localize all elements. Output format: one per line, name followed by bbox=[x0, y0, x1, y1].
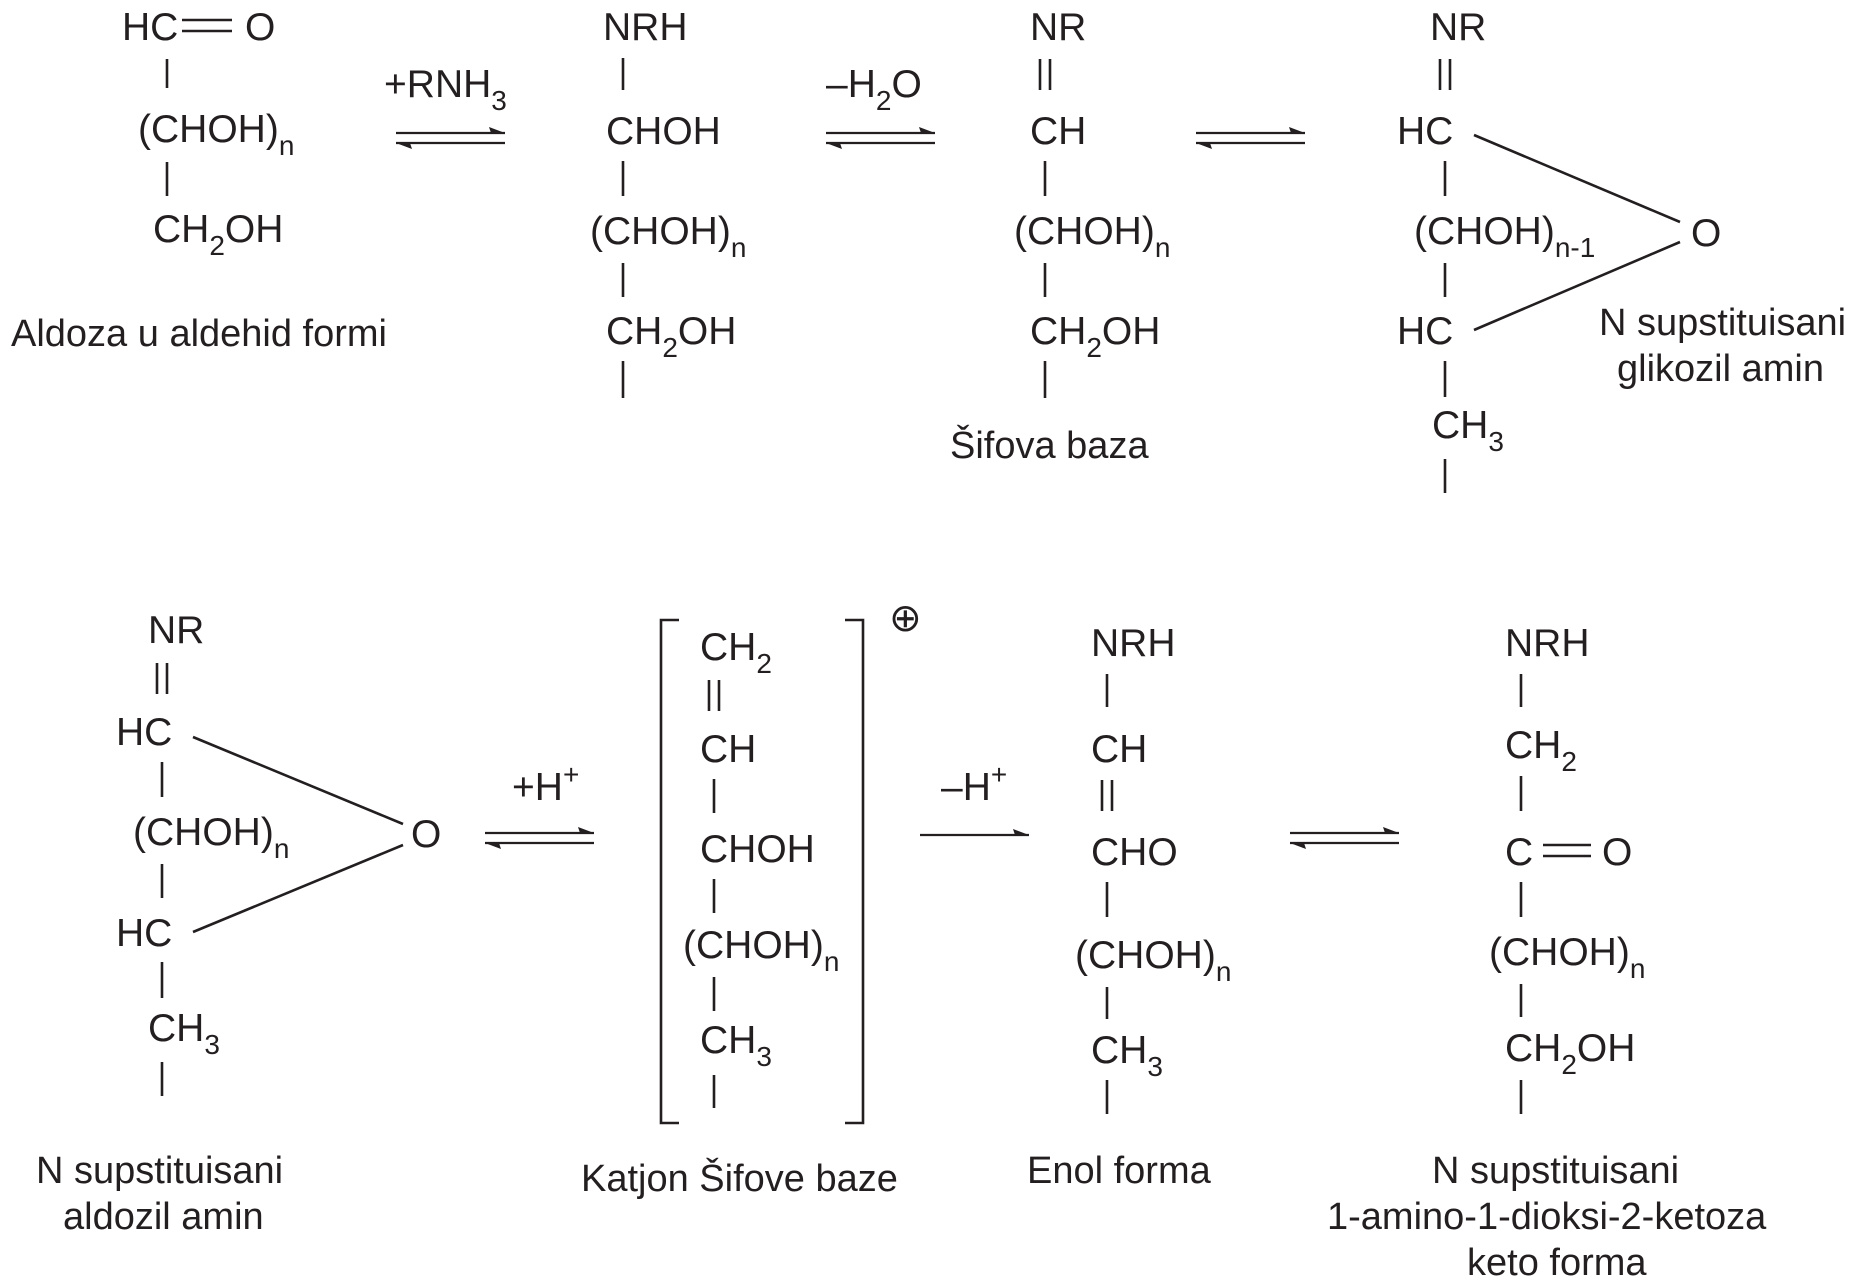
caption-aldozyl-amine: N supstituisani bbox=[36, 1150, 283, 1192]
formula-nr: NR bbox=[148, 609, 204, 652]
reagent-rnh3: +RNH bbox=[384, 63, 491, 106]
formula-nrh: NRH bbox=[603, 6, 688, 49]
svg-text:+H+: +H+ bbox=[512, 759, 579, 809]
svg-text:CH3: CH3 bbox=[1432, 404, 1504, 457]
svg-text:+RNH3: +RNH3 bbox=[384, 63, 507, 116]
svg-text:(CHOH)n-1: (CHOH)n-1 bbox=[1414, 210, 1595, 263]
formula-chohn: (CHOH) bbox=[133, 811, 274, 854]
formula-nrh: NRH bbox=[1505, 622, 1590, 665]
reagent-h-plus: +H bbox=[512, 766, 563, 809]
svg-text:CH3: CH3 bbox=[700, 1019, 772, 1072]
reagent-h2o: –H bbox=[826, 63, 876, 106]
schiff-base-cation-structure: ⊕ CH2 CH CHOH (CHOH)n CH3 Katjon Šifove … bbox=[581, 597, 922, 1200]
formula-chohn: (CHOH) bbox=[1014, 210, 1155, 253]
formula-ch3: CH bbox=[1432, 404, 1488, 447]
formula-hc: HC bbox=[122, 6, 178, 49]
svg-text:CH3: CH3 bbox=[1091, 1029, 1163, 1082]
formula-ch3: CH bbox=[148, 1007, 204, 1050]
svg-text:CH2OH: CH2OH bbox=[1505, 1027, 1635, 1080]
svg-text:(CHOH)n: (CHOH)n bbox=[1014, 210, 1170, 263]
formula-ch3: CH bbox=[700, 1019, 756, 1062]
formula-nr: NR bbox=[1030, 6, 1086, 49]
formula-hc: HC bbox=[116, 711, 172, 754]
formula-ch2oh: CH bbox=[1505, 1027, 1561, 1070]
svg-text:(CHOH)n: (CHOH)n bbox=[1489, 931, 1645, 984]
svg-text:aldozil amin: aldozil amin bbox=[63, 1196, 264, 1238]
enol-form-structure: NRH CH CHO (CHOH)n CH3 Enol forma bbox=[1027, 622, 1231, 1192]
formula-ch2oh: CH bbox=[153, 208, 209, 251]
svg-text:–H2O: –H2O bbox=[826, 63, 922, 116]
positive-charge-icon: ⊕ bbox=[889, 597, 922, 640]
svg-text:CH3: CH3 bbox=[148, 1007, 220, 1060]
aldose-aldehyde-structure: HC O (CHOH)n CH2OH Aldoza u aldehid form… bbox=[11, 6, 387, 355]
svg-text:(CHOH)n: (CHOH)n bbox=[133, 811, 289, 864]
svg-text:(CHOH)n: (CHOH)n bbox=[590, 210, 746, 263]
svg-text:CH2OH: CH2OH bbox=[153, 208, 283, 261]
carbinolamine-structure: NRH CHOH (CHOH)n CH2OH bbox=[590, 6, 746, 398]
formula-ch2oh: CH bbox=[606, 310, 662, 353]
svg-text:keto forma: keto forma bbox=[1467, 1242, 1647, 1284]
formula-ch3: CH bbox=[1091, 1029, 1147, 1072]
svg-text:(CHOH)n: (CHOH)n bbox=[138, 108, 294, 161]
caption-schiff-cation: Katjon Šifove baze bbox=[581, 1156, 898, 1200]
svg-text:glikozil amin: glikozil amin bbox=[1617, 348, 1824, 390]
formula-ch2: CH bbox=[700, 626, 756, 669]
caption-glycosyl-amine: N supstituisani bbox=[1599, 302, 1846, 344]
formula-chohn: (CHOH) bbox=[138, 108, 279, 151]
keto-form-structure: NRH CH2 C O (CHOH)n CH2OH N supstituisan… bbox=[1327, 622, 1767, 1284]
formula-ch: CH bbox=[1091, 728, 1147, 771]
caption-enol-form: Enol forma bbox=[1027, 1150, 1212, 1192]
formula-chohn: (CHOH) bbox=[683, 924, 824, 967]
svg-text:(CHOH)n: (CHOH)n bbox=[1075, 934, 1231, 987]
formula-choh: CHOH bbox=[606, 110, 721, 153]
svg-text:1-amino-1-dioksi-2-ketoza: 1-amino-1-dioksi-2-ketoza bbox=[1327, 1196, 1767, 1238]
equilibrium-arrow-cyclization bbox=[1196, 127, 1305, 149]
svg-text:HC: HC bbox=[122, 6, 178, 49]
formula-ch2: CH bbox=[1505, 724, 1561, 767]
svg-text:–H+: –H+ bbox=[941, 759, 1007, 809]
caption-keto-form: N supstituisani bbox=[1432, 1150, 1679, 1192]
aldozyl-amine-structure: NR HC (CHOH)n HC CH3 O N supstituisani a… bbox=[36, 609, 441, 1238]
equilibrium-arrow-tautomerization bbox=[1290, 827, 1399, 849]
equilibrium-arrow-rnh3: +RNH3 bbox=[384, 63, 507, 149]
svg-text:(CHOH)n: (CHOH)n bbox=[683, 924, 839, 977]
glycosyl-amine-structure: NR HC (CHOH)n-1 HC CH3 O N supstituisani… bbox=[1397, 6, 1846, 493]
formula-ch: CH bbox=[1030, 110, 1086, 153]
formula-chohn: (CHOH) bbox=[1489, 931, 1630, 974]
svg-text:CH2OH: CH2OH bbox=[606, 310, 736, 363]
subscript: n bbox=[279, 130, 295, 161]
caption-schiff-base: Šifova baza bbox=[950, 423, 1149, 467]
formula-o: O bbox=[1602, 831, 1632, 874]
formula-cho: CHO bbox=[1091, 831, 1178, 874]
formula-ch: CH bbox=[700, 728, 756, 771]
forward-arrow-deprotonation: –H+ bbox=[920, 759, 1029, 837]
svg-text:CH2: CH2 bbox=[700, 626, 772, 679]
formula-ch2oh: CH bbox=[1030, 310, 1086, 353]
formula-nr: NR bbox=[1430, 6, 1486, 49]
formula-chohn: (CHOH) bbox=[1075, 934, 1216, 977]
formula-hc: HC bbox=[1397, 110, 1453, 153]
formula-ring-oxygen: O bbox=[1691, 212, 1721, 255]
formula-o: O bbox=[245, 6, 275, 49]
schiff-base-structure: NR CH (CHOH)n CH2OH Šifova baza bbox=[950, 6, 1170, 467]
svg-text:CH2OH: CH2OH bbox=[1030, 310, 1160, 363]
formula-chohn: (CHOH) bbox=[590, 210, 731, 253]
formula-ring-oxygen: O bbox=[411, 813, 441, 856]
equilibrium-arrow-protonation: +H+ bbox=[485, 759, 594, 849]
left-bracket bbox=[659, 618, 679, 1125]
svg-text:CH2: CH2 bbox=[1505, 724, 1577, 777]
formula-choh: CHOH bbox=[700, 828, 815, 871]
equilibrium-arrow-dehydration: –H2O bbox=[826, 63, 935, 149]
formula-hc: HC bbox=[1397, 310, 1453, 353]
reagent-minus-h-plus: –H bbox=[941, 766, 991, 809]
formula-chohn: (CHOH) bbox=[1414, 210, 1555, 253]
right-bracket bbox=[845, 618, 865, 1125]
formula-nrh: NRH bbox=[1091, 622, 1176, 665]
formula-c: C bbox=[1505, 831, 1533, 874]
caption-aldose: Aldoza u aldehid formi bbox=[11, 313, 387, 355]
formula-hc: HC bbox=[116, 912, 172, 955]
